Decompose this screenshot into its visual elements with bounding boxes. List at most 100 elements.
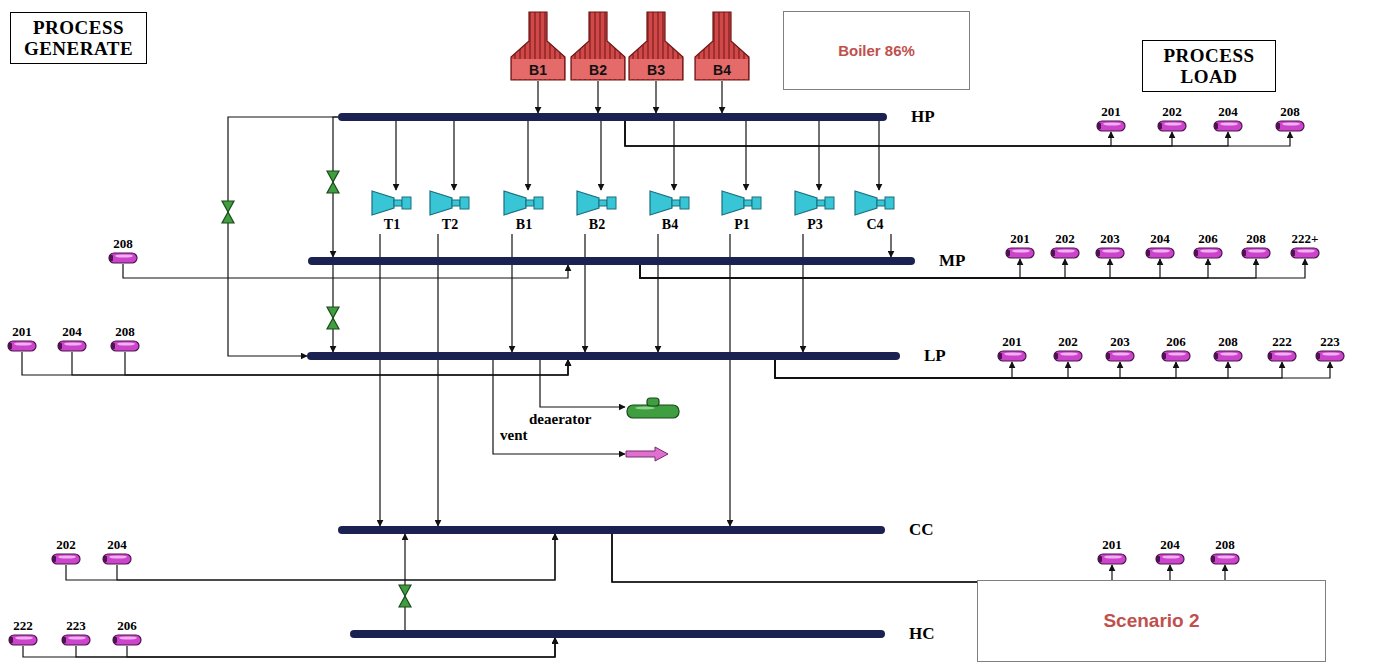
process-unit: 206 [1191,231,1225,259]
process-unit: 208 [1211,334,1245,362]
node-label: HP [911,107,935,126]
steam-header: HP [338,113,887,121]
process-icon [1097,553,1127,565]
steam-line [657,234,658,352]
node-label: 201 [1095,537,1129,552]
node-label: 204 [55,324,89,339]
boiler-symbol: B3 [627,11,685,81]
process-unit: 208 [1239,231,1273,259]
turbine-symbol: C4 [853,190,897,234]
turbine-symbol: T1 [370,190,414,234]
node-label: B1 [502,217,546,233]
steam-line [655,81,656,113]
steam-line [127,638,555,657]
node-label: 204 [1211,104,1245,119]
label-box: PROCESS LOAD [1142,40,1276,92]
process-icon [102,553,132,565]
steam-line [673,121,674,190]
steam-line [493,360,625,454]
steam-line [123,264,568,278]
steam-line [612,534,1170,582]
process-icon [112,634,142,646]
node-label: 208 [1273,104,1307,119]
process-icon [51,553,81,565]
steam-line [890,234,891,257]
node-label: PROCESS LOAD [1149,45,1269,87]
label-box: Boiler 86% [783,11,970,90]
process-unit: 201 [1003,231,1037,259]
process-icon [1315,350,1345,362]
turbine-symbol: T2 [428,190,472,234]
turbine-shape [502,190,546,216]
node-label: vent [500,427,528,444]
node-label: HC [909,624,935,643]
process-icon [1275,120,1305,132]
process-unit: 204 [100,537,134,565]
node-label: CC [909,520,934,539]
steam-line [453,121,454,190]
turbine-shape [428,190,472,216]
turbine-shape [853,190,897,216]
vent-arrow: vent [625,446,669,462]
node-label: 204 [1143,231,1177,246]
steam-line [612,534,1112,582]
node-label: T1 [370,217,414,233]
node-label: 201 [5,324,39,339]
process-unit: 204 [1143,231,1177,259]
node-label: 202 [49,537,83,552]
process-icon [1267,350,1297,362]
steam-line [612,534,1225,582]
node-label: P3 [793,217,837,233]
steam-line [745,121,746,190]
node-label: 206 [1191,231,1225,246]
process-icon [1213,350,1243,362]
turbine-symbol: B1 [502,190,546,234]
process-icon [108,252,138,264]
node-label: 206 [110,618,144,633]
steam-line [775,360,1068,378]
steam-line [818,121,819,190]
process-unit: 204 [55,324,89,352]
node-label: 202 [1048,231,1082,246]
label-box: Scenario 2 [977,580,1326,662]
valve-symbols [222,171,411,607]
turbine-shape [575,190,619,216]
node-label: 222 [1265,334,1299,349]
node-label: MP [939,251,965,270]
process-icon [1105,350,1135,362]
process-icon [1145,247,1175,259]
vent-shape [625,446,669,462]
deaerator-shape [625,396,681,420]
node-label: T2 [428,217,472,233]
node-label: B2 [569,62,627,78]
node-label: 208 [1208,537,1242,552]
turbine-symbol: B2 [575,190,619,234]
process-icon [1053,350,1083,362]
process-icon [1050,247,1080,259]
steam-line [721,81,722,113]
boiler-symbol: B1 [509,11,567,81]
process-icon [1095,247,1125,259]
node-label: 223 [59,618,93,633]
steam-line [625,121,1111,146]
process-unit: 223 [59,618,93,646]
process-unit: 203 [1103,334,1137,362]
process-icon [997,350,1027,362]
node-label: B2 [575,217,619,233]
steam-line [625,121,1172,146]
node-label: 208 [1239,231,1273,246]
node-label: P1 [720,217,764,233]
node-label: Boiler 86% [838,41,915,61]
node-label: LP [924,346,946,365]
steam-line [66,534,555,580]
steam-line [597,81,598,113]
process-icon [1213,120,1243,132]
process-unit: 203 [1093,231,1127,259]
node-label: 203 [1093,231,1127,246]
steam-line [775,360,1176,378]
process-icon [1290,247,1320,259]
node-label: B1 [509,62,567,78]
process-unit: 206 [110,618,144,646]
process-icon [61,634,91,646]
process-unit: 201 [5,324,39,352]
